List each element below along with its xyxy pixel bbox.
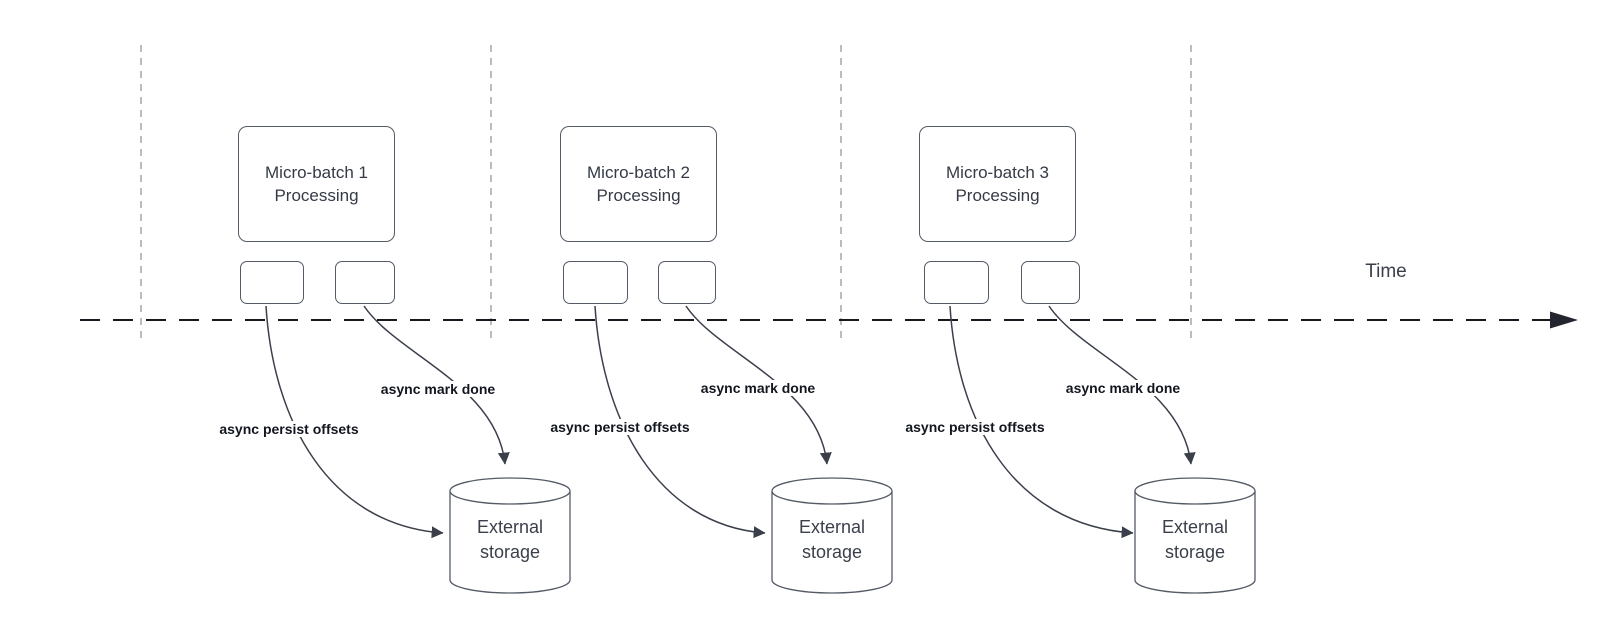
time-axis-arrowhead: [1550, 311, 1578, 329]
microbatch-3-processing-box: Micro-batch 3 Processing: [919, 126, 1076, 242]
mark-done-arrow-1: [363, 305, 510, 465]
time-axis-label: Time: [1365, 261, 1407, 282]
external-storage-label-2: External storage: [798, 517, 866, 562]
mark-done-label-3: async mark done: [1063, 380, 1183, 396]
persist-offsets-label-1: async persist offsets: [217, 421, 361, 437]
persist-offsets-arrow-3: [949, 305, 1134, 539]
storage-cylinder-top-2: [771, 477, 893, 505]
external-storage-label-3: External storage: [1161, 517, 1229, 562]
microbatch-1-task-chip-left: [240, 261, 304, 304]
microbatch-2-task-chip-left: [563, 261, 628, 304]
microbatch-3-task-chip-right: [1021, 261, 1080, 304]
persist-offsets-arrow-2: [594, 305, 766, 539]
microbatch-1-processing-box: Micro-batch 1 Processing: [238, 126, 395, 242]
storage-cylinder-top-1: [449, 477, 571, 505]
storage-cylinder-body-1: [449, 491, 571, 594]
persist-offsets-arrow-1: [265, 305, 444, 539]
persist-offsets-label-3: async persist offsets: [903, 419, 1047, 435]
microbatch-3-task-chip-left: [924, 261, 989, 304]
microbatch-2-task-chip-right: [658, 261, 716, 304]
mark-done-arrow-3: [1048, 305, 1196, 465]
mark-done-arrow-2: [685, 305, 832, 465]
microbatch-2-processing-box: Micro-batch 2 Processing: [560, 126, 717, 242]
persist-offsets-label-2: async persist offsets: [548, 419, 692, 435]
external-storage-label-1: External storage: [476, 517, 544, 562]
mark-done-label-2: async mark done: [698, 380, 818, 396]
storage-cylinder-top-3: [1134, 477, 1256, 505]
storage-cylinder-body-2: [771, 491, 893, 594]
storage-cylinder-body-3: [1134, 491, 1256, 594]
microbatch-1-task-chip-right: [335, 261, 395, 304]
mark-done-label-1: async mark done: [378, 381, 498, 397]
